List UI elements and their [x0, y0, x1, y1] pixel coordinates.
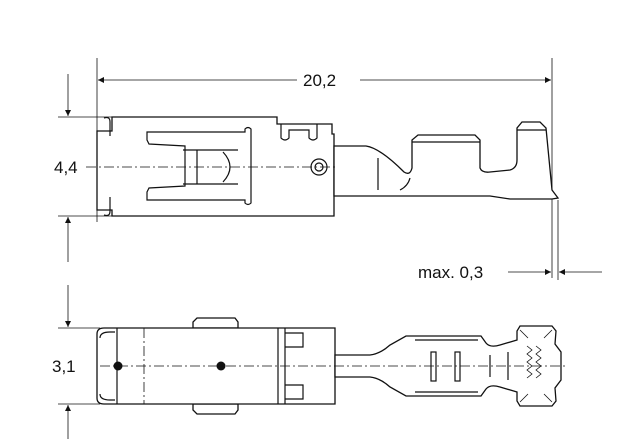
- dimension-label-max: max. 0,3: [418, 263, 483, 282]
- dimension-bottom-height: 3,1: [52, 285, 100, 439]
- dimension-label-length: 20,2: [303, 71, 336, 90]
- dimension-top-height: 4,4: [54, 74, 112, 262]
- bottom-view-contact: [96, 317, 568, 415]
- dimension-overall-length: 20,2: [96, 58, 553, 278]
- top-view-contact: [86, 116, 560, 217]
- dimension-max-tolerance: max. 0,3: [418, 200, 602, 282]
- dimension-label-top-height: 4,4: [54, 158, 78, 177]
- dimension-label-bottom-height: 3,1: [52, 357, 76, 376]
